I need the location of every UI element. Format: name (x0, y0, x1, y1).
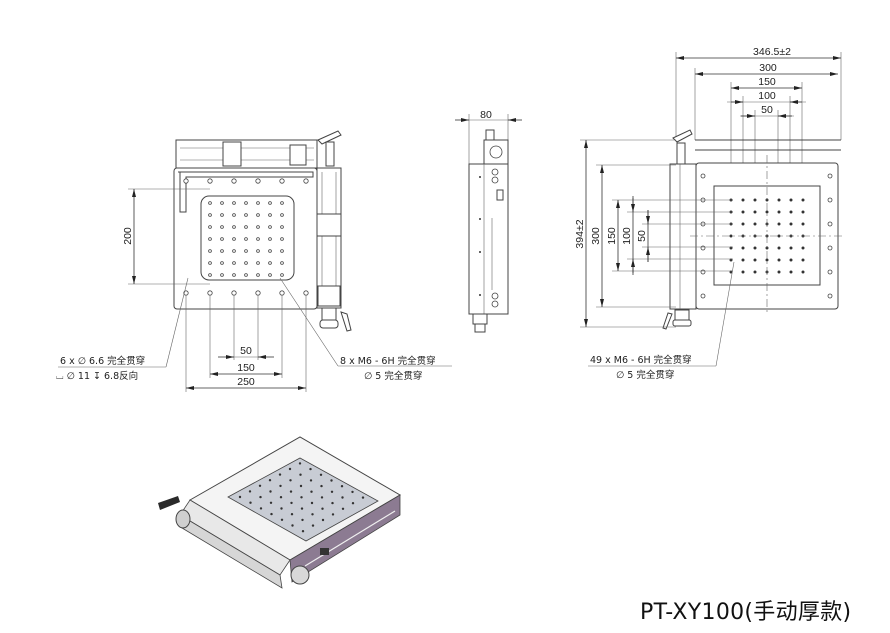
dim-394: 394±2 (574, 219, 586, 248)
note-8x-m6: 8 x M6 - 6H 完全贯穿 (340, 355, 436, 367)
dim-150: 150 (237, 362, 255, 374)
note-6x-hole: 6 x ∅ 6.6 完全贯穿 (60, 355, 145, 367)
note-49x-m6: 49 x M6 - 6H 完全贯穿 (590, 354, 692, 366)
dim-250: 250 (237, 376, 255, 388)
dim-100-h: 100 (758, 90, 776, 102)
product-title: PT-XY100(手动厚款) (640, 600, 852, 625)
dim-300-h: 300 (759, 62, 777, 74)
top-view-hole-grid (183, 178, 309, 296)
dim-80: 80 (480, 109, 492, 121)
dim-346: 346.5±2 (753, 46, 791, 58)
dim-50-v: 50 (636, 230, 648, 242)
dim-100-v: 100 (621, 227, 633, 245)
dim-300-v: 300 (590, 227, 602, 245)
dim-200: 200 (122, 227, 134, 245)
iso-handle (158, 496, 180, 510)
iso-view (158, 436, 401, 589)
side-view: 80 (455, 109, 522, 333)
dim-150-v: 150 (606, 227, 618, 245)
dim-150-h: 150 (758, 76, 776, 88)
note-49x-phi5: ∅ 5 完全贯穿 (616, 369, 674, 381)
dim-50: 50 (240, 345, 252, 357)
top-view: 200 50 150 250 6 x ∅ 6.6 完全贯穿 ⌴ ∅ 11 ↧ 6… (56, 130, 452, 392)
right-view: 346.5±2 300 150 100 50 (574, 46, 845, 381)
note-phi5: ∅ 5 完全贯穿 (364, 370, 422, 382)
note-counterbore: ⌴ ∅ 11 ↧ 6.8反向 (56, 370, 138, 382)
dim-50-h: 50 (761, 104, 773, 116)
